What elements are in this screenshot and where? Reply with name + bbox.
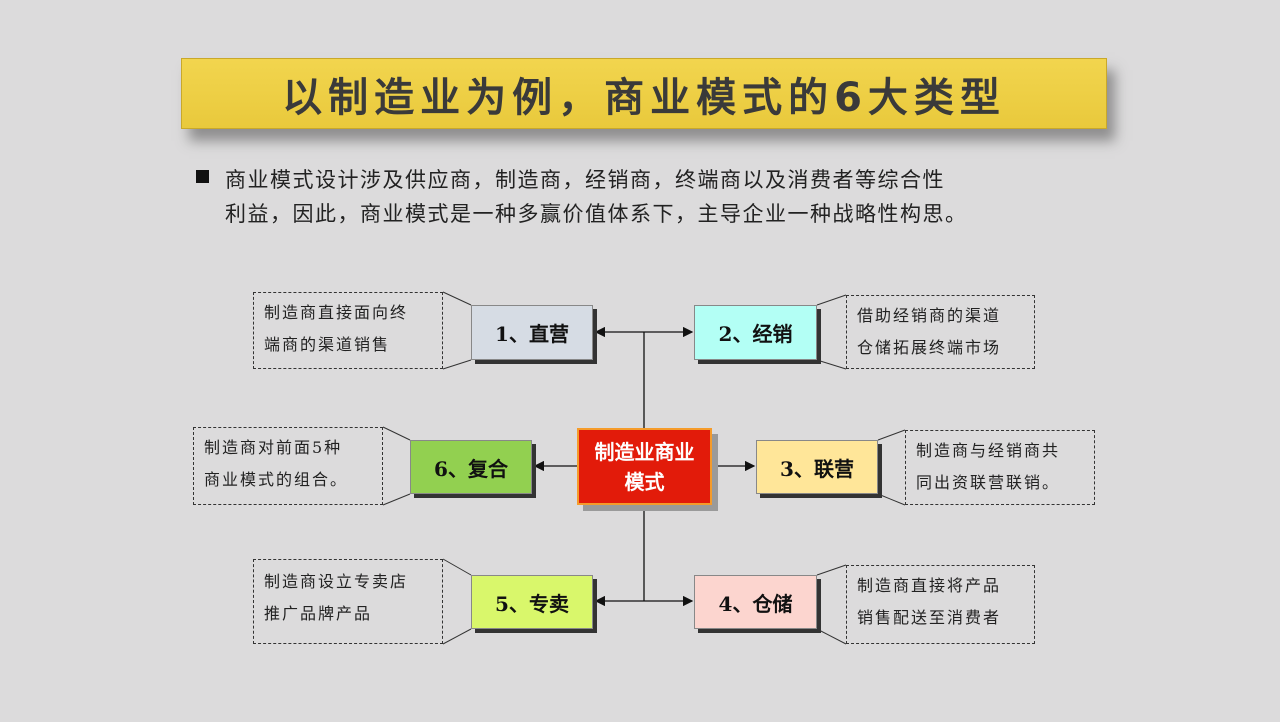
- callout-6: 制造商对前面5种商业模式的组合。: [193, 427, 383, 505]
- callout-1: 制造商直接面向终端商的渠道销售: [253, 292, 443, 369]
- type-box-2: 2、经销: [694, 305, 817, 360]
- callout-text: 销售配送至消费者: [857, 608, 1002, 627]
- callout-3: 制造商与经销商共同出资联营联销。: [905, 430, 1095, 505]
- type-box-6: 6、复合: [410, 440, 532, 494]
- callout-text: 同出资联营联销。: [916, 473, 1061, 492]
- type-box-4: 4、仓储: [694, 575, 817, 629]
- type-box-1: 1、直营: [471, 305, 593, 360]
- callout-text: 制造商直接面向终: [264, 303, 409, 322]
- callout-5: 制造商设立专卖店推广品牌产品: [253, 559, 443, 644]
- callout-text: 仓储拓展终端市场: [857, 338, 1002, 357]
- type-box-3: 3、联营: [756, 440, 878, 494]
- callout-text: 制造商直接将产品: [857, 576, 1002, 595]
- callout-text: 商业模式的组合。: [204, 470, 349, 489]
- callout-text: 制造商对前面5种: [204, 438, 343, 457]
- intro-line-1: 商业模式设计涉及供应商，制造商，经销商，终端商以及消费者等综合性: [225, 168, 945, 192]
- callout-4: 制造商直接将产品销售配送至消费者: [846, 565, 1035, 644]
- slide-title: 以制造业为例，商业模式的6大类型: [181, 58, 1107, 129]
- callout-2: 借助经销商的渠道仓储拓展终端市场: [846, 295, 1035, 369]
- type-box-5: 5、专卖: [471, 575, 593, 629]
- callout-text: 制造商设立专卖店: [264, 572, 409, 591]
- callout-text: 端商的渠道销售: [264, 335, 391, 354]
- callout-text: 制造商与经销商共: [916, 441, 1061, 460]
- callout-text: 借助经销商的渠道: [857, 306, 1002, 325]
- callout-text: 推广品牌产品: [264, 604, 373, 623]
- bullet-icon: [196, 170, 209, 183]
- center-node: 制造业商业模式: [577, 428, 712, 505]
- intro-line-2: 利益，因此，商业模式是一种多赢价值体系下，主导企业一种战略性构思。: [225, 202, 968, 226]
